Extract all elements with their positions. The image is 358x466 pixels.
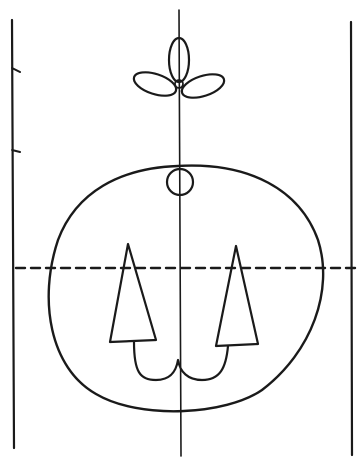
right-vertical-axis	[351, 22, 352, 455]
left-triangle	[110, 244, 156, 342]
left-vertical-axis	[12, 20, 20, 448]
right-triangle	[216, 246, 258, 346]
center-vertical-axis	[179, 10, 181, 456]
